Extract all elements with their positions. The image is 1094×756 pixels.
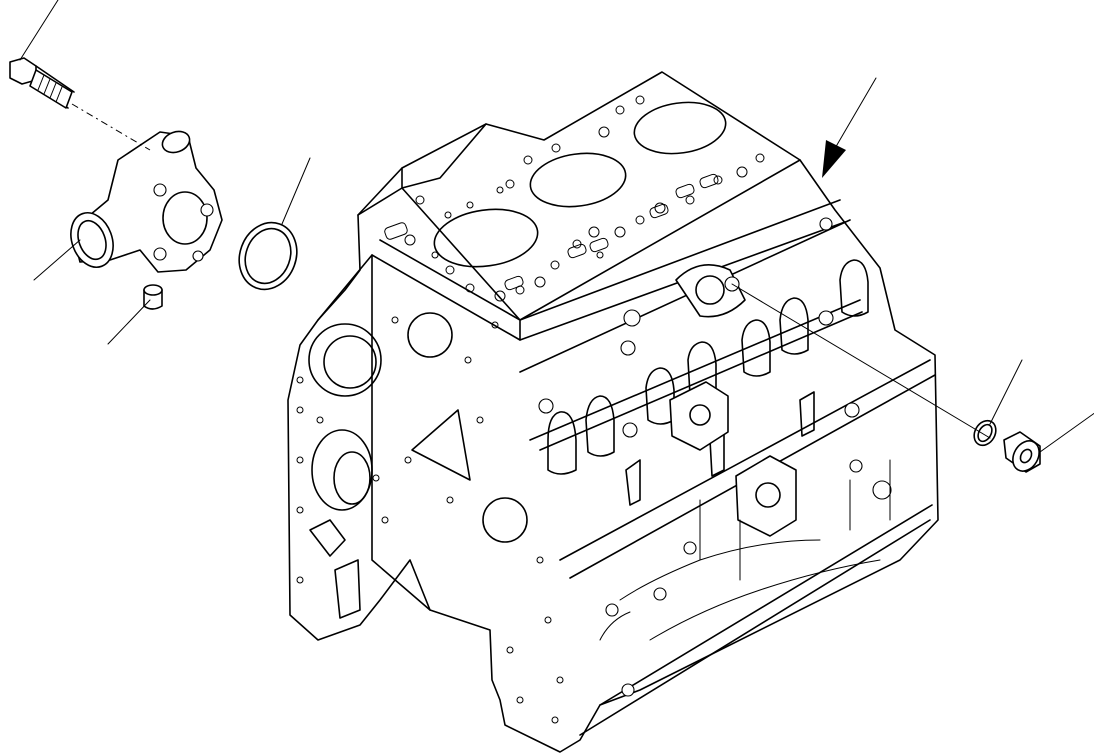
front-bore-large [308,323,382,397]
deck-slots [384,173,719,291]
center-line-plug [731,283,991,439]
bore-2 [529,152,627,208]
deck-holes [404,95,765,302]
view-arrow [822,77,877,178]
leader-connector [33,239,81,281]
side-ribs [547,259,869,506]
plug-gasket [973,419,997,447]
bore-3 [633,101,727,155]
skirt-curves [599,459,891,641]
leader-lines [19,0,1094,453]
bore-1 [433,208,539,268]
leader-dowel [107,299,151,345]
front-face [317,254,431,611]
leader-gasket [989,359,1023,425]
o-ring [238,221,298,291]
front-bore-lower [311,429,373,511]
leader-bolt [19,0,59,61]
front-bore-upper [407,312,453,358]
dowel-pin [143,284,163,310]
leader-plug [1039,412,1094,453]
pan-rail [579,504,933,736]
cylinder-block [287,71,939,753]
center-line-bolt [71,103,151,151]
front-bolt-holes [296,316,564,724]
front-bore-crank [482,497,528,543]
leader-o-ring [281,157,311,225]
plug [1003,431,1041,473]
water-inlet-connector [70,130,223,273]
flange-bolt [9,57,75,109]
front-triangle-cutout [411,409,471,481]
